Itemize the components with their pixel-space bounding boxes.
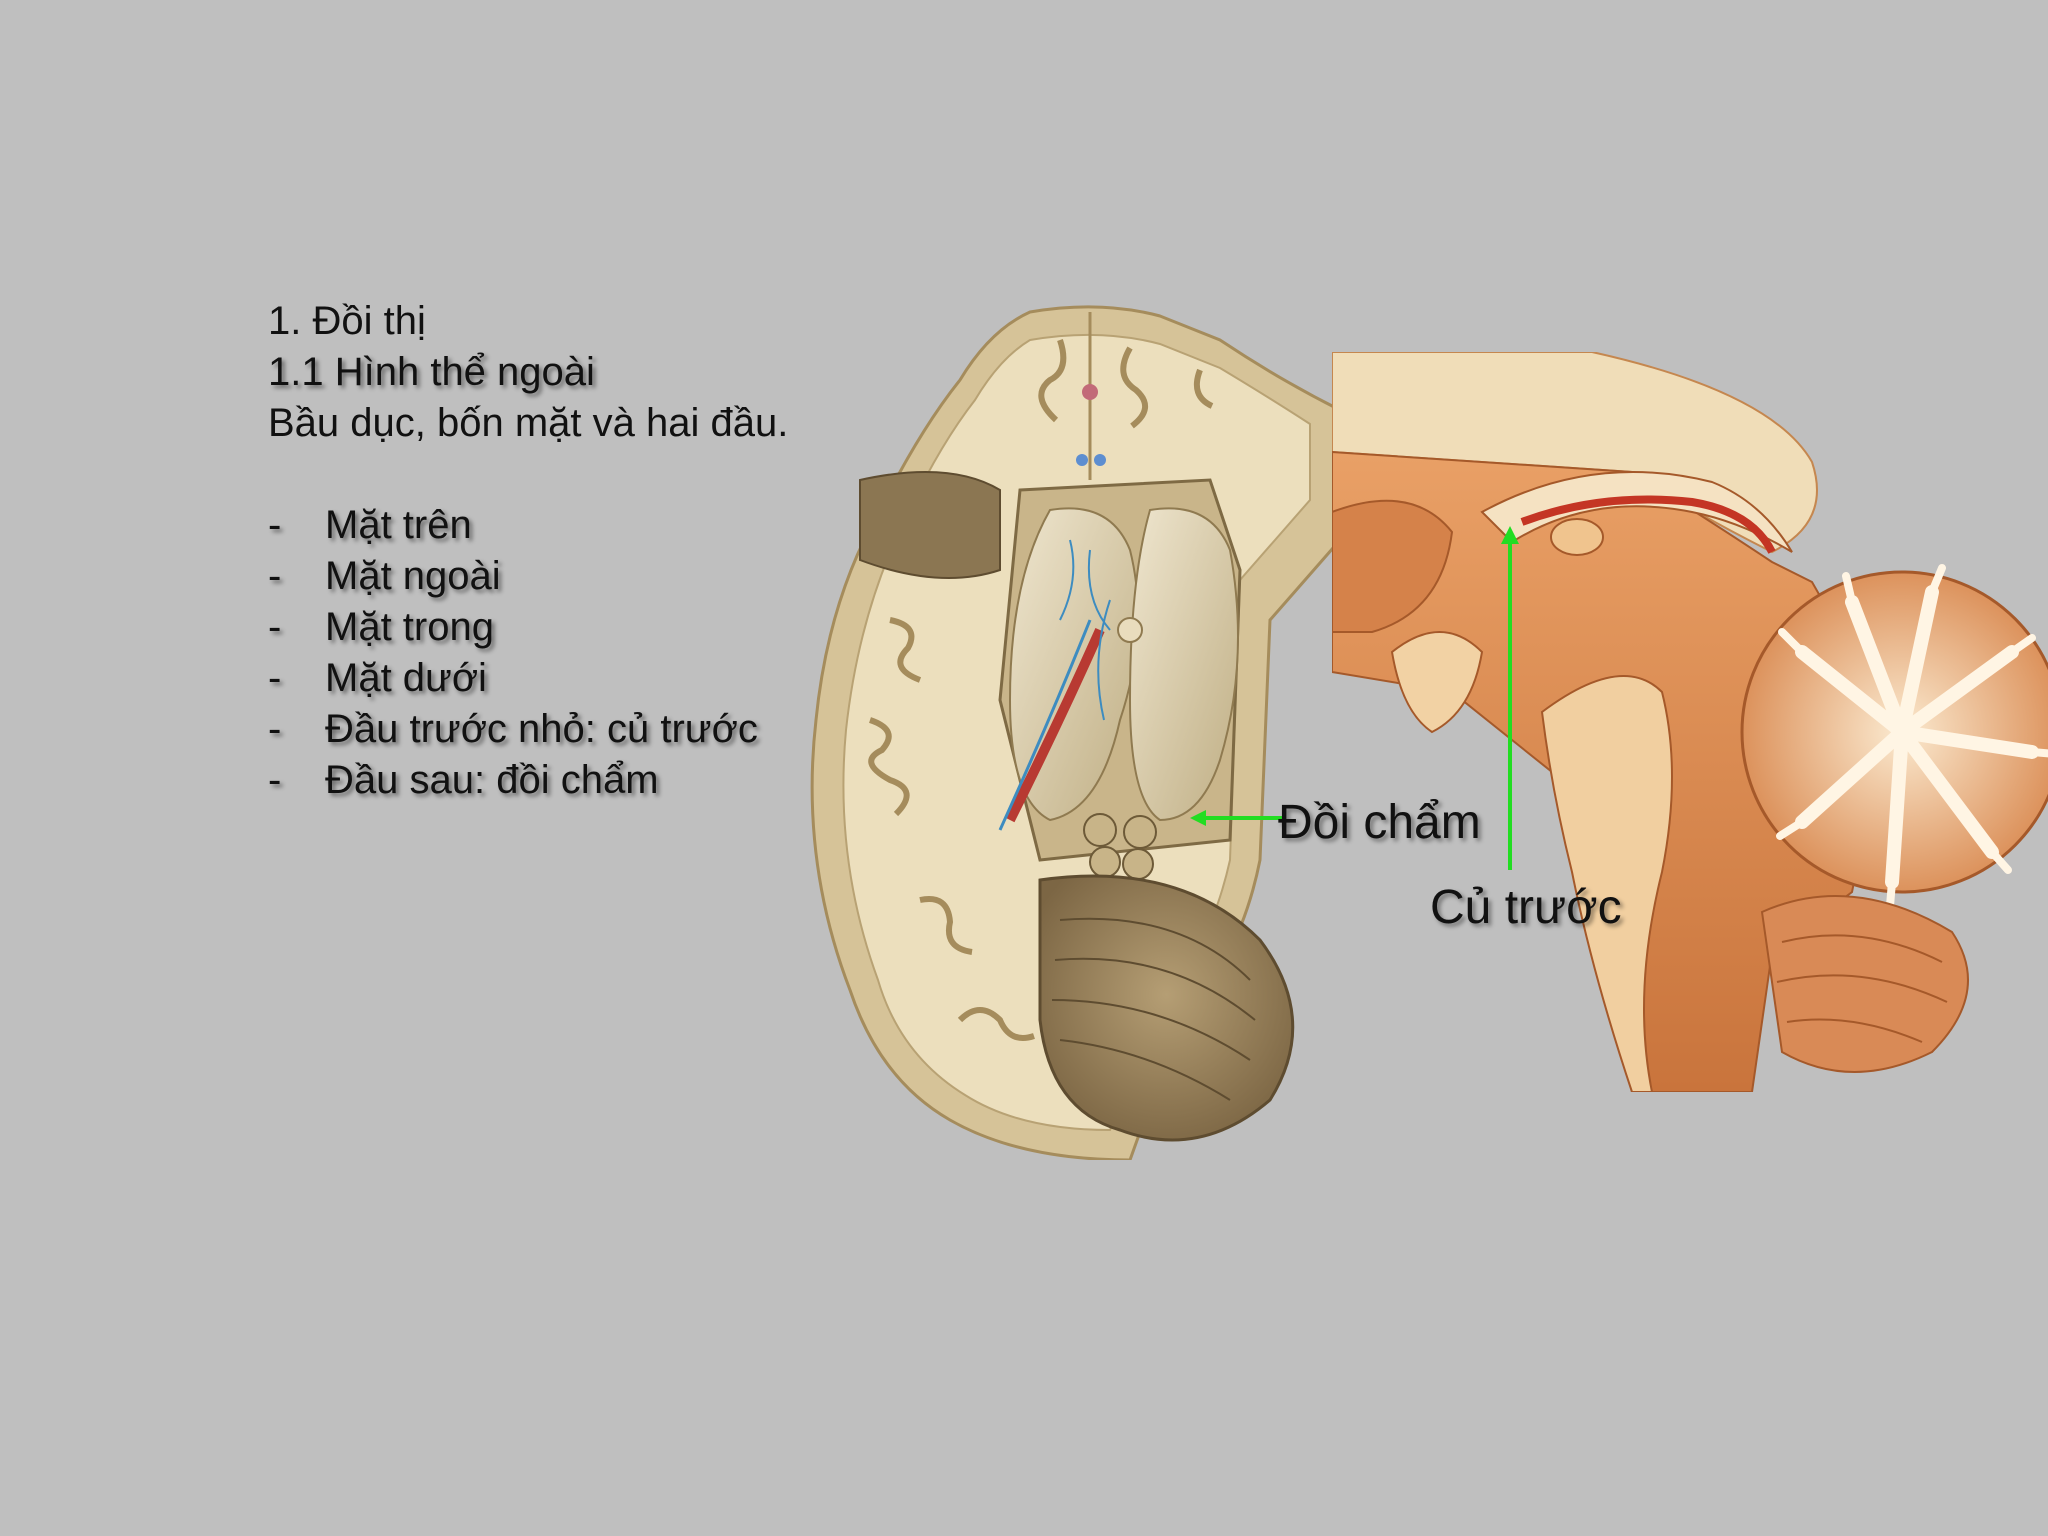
bullet-list: -Mặt trên -Mặt ngoài -Mặt trong -Mặt dướ…	[268, 500, 788, 806]
pulvinar-label: Đồi chẩm	[1278, 796, 1481, 849]
text-block: 1. Đồi thị 1.1 Hình thể ngoài Bầu dục, b…	[268, 296, 788, 806]
bullet-item: -Đầu sau: đồi chẩm	[268, 755, 788, 806]
anterior-tubercle-arrow	[1501, 526, 1519, 870]
bullet-text: Mặt dưới	[325, 656, 487, 700]
heading: 1. Đồi thị	[268, 299, 426, 343]
bullet-dash: -	[268, 605, 282, 649]
bullet-dash: -	[268, 758, 282, 802]
anterior-tubercle-label: Củ trước	[1430, 881, 1622, 934]
bullet-item: -Đầu trước nhỏ: củ trước	[268, 704, 788, 755]
description: Bầu dục, bốn mặt và hai đầu.	[268, 401, 789, 445]
bullet-text: Đầu sau: đồi chẩm	[325, 758, 659, 802]
bullet-text: Mặt trong	[325, 605, 494, 649]
pulvinar-arrow	[1190, 810, 1286, 826]
bullet-dash: -	[268, 554, 282, 598]
bullet-item: -Mặt ngoài	[268, 551, 788, 602]
sagittal-section-drawing	[1332, 352, 2048, 1092]
brain-dissection-drawing	[810, 305, 1342, 1160]
bullet-dash: -	[268, 656, 282, 700]
brain-dissection-illustration	[800, 300, 1380, 1160]
bullet-item: -Mặt trên	[268, 500, 788, 551]
bullet-item: -Mặt trong	[268, 602, 788, 653]
subheading: 1.1 Hình thể ngoài	[268, 350, 595, 394]
spacer	[268, 449, 788, 500]
bullet-text: Đầu trước nhỏ: củ trước	[325, 707, 758, 751]
bullet-dash: -	[268, 503, 282, 547]
bullet-text: Mặt ngoài	[325, 554, 501, 598]
bullet-dash: -	[268, 707, 282, 751]
sagittal-section-illustration	[1332, 352, 2048, 1092]
bullet-text: Mặt trên	[325, 503, 472, 547]
bullet-item: -Mặt dưới	[268, 653, 788, 704]
